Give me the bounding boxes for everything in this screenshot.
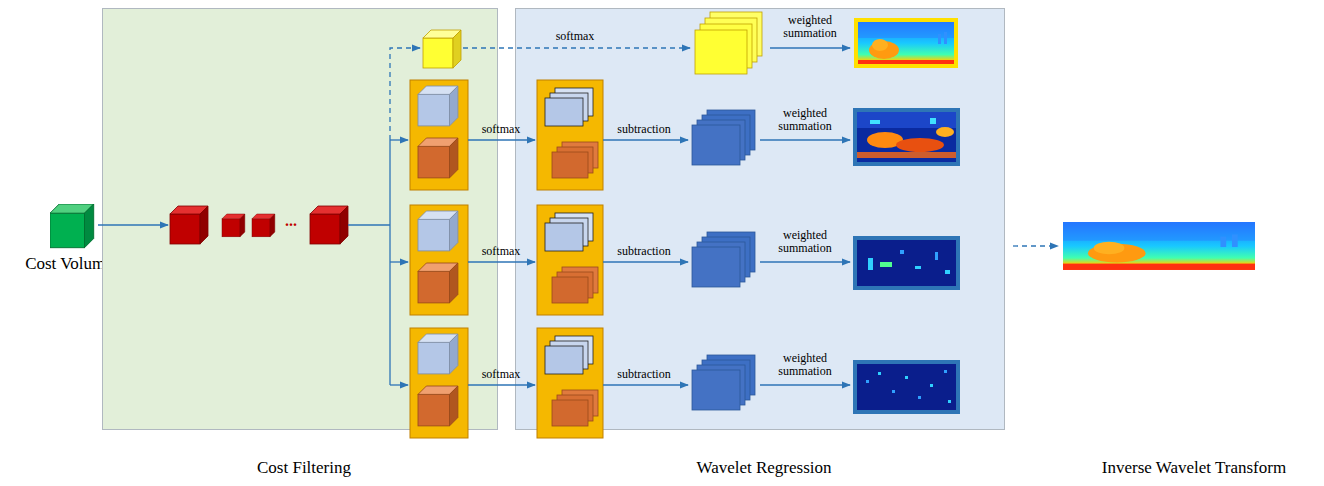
conv-block xyxy=(170,206,208,244)
drawing-part xyxy=(552,390,598,426)
drawing-part xyxy=(418,211,458,251)
step-label: softmax xyxy=(471,368,531,381)
low-freq-volume xyxy=(423,30,461,68)
drawing-part xyxy=(870,120,880,124)
drawing-part xyxy=(410,80,468,190)
drawing-part xyxy=(853,108,960,166)
drawing-part xyxy=(857,240,956,286)
dashed-connector xyxy=(1013,245,1058,246)
node-label: Cost Filtering xyxy=(102,458,506,478)
drawing-part xyxy=(878,372,881,375)
drawing-part xyxy=(603,139,688,140)
drawing-part xyxy=(948,400,951,403)
drawing-part xyxy=(857,364,956,410)
drawing-part xyxy=(905,376,908,379)
drawing-part xyxy=(468,139,535,140)
drawing-part xyxy=(760,384,850,385)
drawing-part xyxy=(936,127,954,137)
drawing-part xyxy=(930,384,933,387)
drawing-part xyxy=(857,112,956,162)
drawing-part xyxy=(857,112,956,128)
step-label: weighted summation xyxy=(779,14,841,40)
disparity-image xyxy=(1063,222,1255,270)
drawing-part xyxy=(468,261,535,262)
drawing-part xyxy=(410,205,468,315)
drawing-part xyxy=(692,355,755,410)
drawing-part xyxy=(552,142,598,178)
drawing-part xyxy=(853,360,960,414)
drawing-part xyxy=(603,261,688,262)
drawing-part xyxy=(537,205,603,315)
conv-block xyxy=(222,214,245,237)
flow-arrow xyxy=(98,224,168,225)
drawing-part xyxy=(760,139,850,140)
drawing-part xyxy=(692,232,755,287)
drawing-part xyxy=(468,384,535,385)
drawing-part xyxy=(603,384,688,385)
step-label: weighted summation xyxy=(774,107,836,133)
flow-arrow xyxy=(770,47,850,48)
conv-block xyxy=(310,206,348,244)
drawing-part xyxy=(918,396,921,399)
drawing-part xyxy=(418,263,458,303)
row-2 xyxy=(410,205,960,315)
drawing-part xyxy=(856,20,956,66)
drawing-part xyxy=(418,138,458,178)
node-label: Inverse Wavelet Transform xyxy=(1058,458,1324,478)
flow-arrow xyxy=(390,384,408,385)
drawing-part xyxy=(856,20,956,66)
row-3 xyxy=(410,328,960,438)
drawing-part xyxy=(945,270,950,274)
drawing-part xyxy=(552,267,598,303)
drawing-part xyxy=(892,390,895,393)
disparity-map xyxy=(1063,222,1255,270)
drawing-part xyxy=(944,370,947,373)
node-label: Wavelet Regression xyxy=(515,458,1013,478)
step-label: softmax xyxy=(471,123,531,136)
drawing-part xyxy=(896,138,944,152)
drawing-part xyxy=(418,334,458,374)
dashed-arrow xyxy=(463,47,690,48)
flow-arrow xyxy=(390,139,408,140)
drawing-part xyxy=(880,262,892,267)
step-label: subtraction xyxy=(609,245,679,258)
cube-shape xyxy=(50,204,94,248)
drawing-part xyxy=(418,386,458,426)
drawing-part xyxy=(545,336,593,374)
step-label: softmax xyxy=(545,30,605,43)
row-1 xyxy=(410,80,960,190)
flow-line xyxy=(348,224,390,225)
step-label: weighted summation xyxy=(774,352,836,378)
step-label: subtraction xyxy=(609,123,679,136)
flow-arrow xyxy=(390,261,408,262)
step-label: subtraction xyxy=(609,368,679,381)
low-freq-map xyxy=(856,20,956,66)
drawing-part xyxy=(410,328,468,438)
drawing-part xyxy=(866,380,869,383)
drawing-part xyxy=(537,328,603,438)
drawing-part xyxy=(868,258,873,270)
conv-block xyxy=(252,214,275,237)
drawing-part xyxy=(915,266,921,269)
drawing-part xyxy=(930,118,936,124)
step-label: weighted summation xyxy=(774,229,836,255)
drawing-part xyxy=(857,152,956,158)
drawing-part xyxy=(900,250,904,254)
step-label: softmax xyxy=(471,245,531,258)
drawing-part xyxy=(537,80,603,190)
drawing-part xyxy=(418,86,458,126)
cube-icon xyxy=(50,204,98,250)
drawing-part xyxy=(545,88,593,126)
drawing-part xyxy=(692,110,755,165)
drawing-part xyxy=(935,252,938,260)
drawing-part xyxy=(760,261,850,262)
output-map: Inverse Wavelet Transform xyxy=(1058,222,1324,482)
probability-sheets xyxy=(695,12,762,74)
ellipsis-mark: ... xyxy=(279,212,303,230)
drawing-part xyxy=(545,213,593,251)
drawing-part xyxy=(853,236,960,290)
